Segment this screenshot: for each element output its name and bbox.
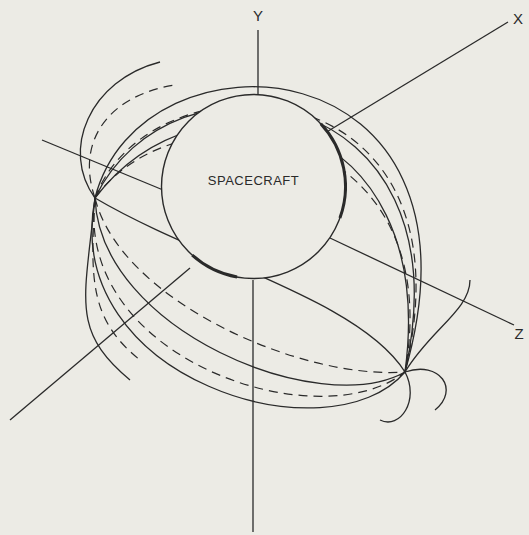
pattern-lobe — [80, 62, 160, 198]
y-axis — [252, 280, 253, 532]
x-axis — [320, 22, 508, 136]
axis-label: Z — [514, 326, 523, 341]
pattern-lobe — [86, 198, 130, 380]
pattern-lobe-dashed — [93, 198, 140, 360]
axis-label: X — [513, 11, 523, 26]
z-axis — [330, 238, 514, 325]
spacecraft-label: SPACECRAFT — [160, 173, 347, 188]
pattern-lobe — [405, 280, 470, 372]
pattern-lobe — [95, 87, 421, 372]
axis-label: Y — [253, 8, 263, 23]
y-axis — [257, 30, 258, 95]
spacecraft-body: SPACECRAFT — [160, 93, 347, 280]
z-axis — [42, 140, 168, 192]
pattern-lobe — [405, 369, 446, 410]
x-axis — [10, 268, 190, 420]
pattern-lobe — [380, 372, 410, 422]
